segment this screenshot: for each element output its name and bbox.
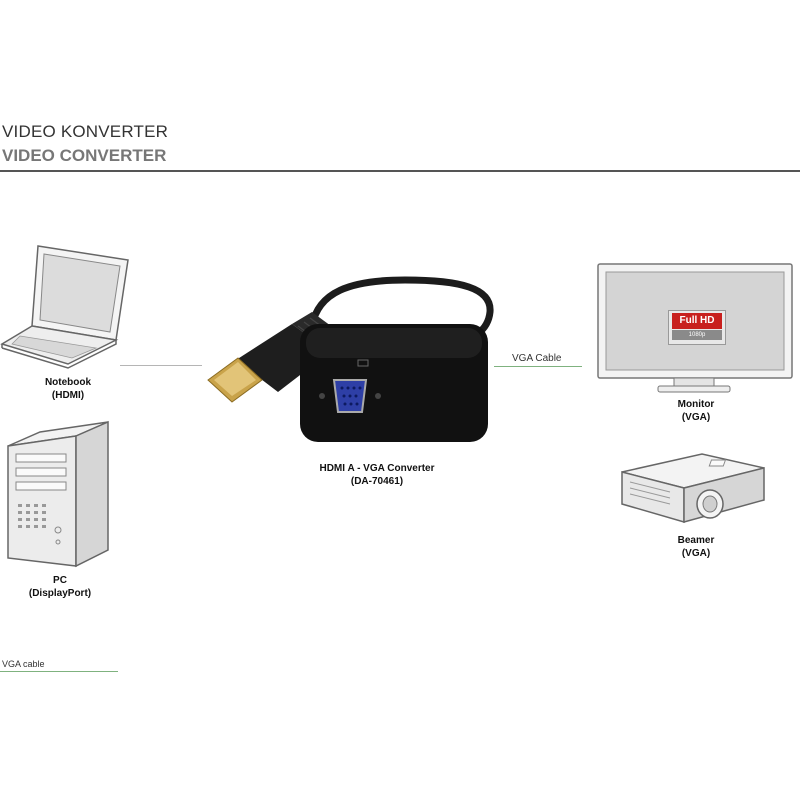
title-divider	[0, 170, 800, 172]
converter-label: HDMI A - VGA Converter (DA-70461)	[292, 462, 462, 488]
full-hd-badge: Full HD 1080p	[668, 310, 726, 345]
beamer-icon	[621, 453, 765, 523]
title-line-english: VIDEO CONVERTER	[2, 146, 167, 165]
monitor-label: Monitor (VGA)	[654, 398, 738, 424]
right-cable-label: VGA Cable	[512, 353, 562, 364]
legend-cable-line	[0, 671, 118, 672]
converter-name: HDMI A - VGA Converter	[319, 463, 435, 474]
beamer-name: Beamer	[677, 535, 715, 546]
converter-device-image	[207, 276, 494, 442]
pc-port: (DisplayPort)	[28, 588, 92, 599]
right-cable-line	[494, 366, 582, 367]
beamer-port: (VGA)	[681, 548, 711, 559]
notebook-icon	[0, 245, 129, 369]
pc-label: PC (DisplayPort)	[10, 574, 110, 600]
notebook-label: Notebook (HDMI)	[28, 376, 108, 402]
notebook-name: Notebook	[44, 377, 92, 388]
legend-cable-label: VGA cable	[2, 659, 45, 669]
title-line-german: VIDEO KONVERTER	[2, 122, 169, 141]
monitor-port: (VGA)	[681, 412, 711, 423]
monitor-name: Monitor	[677, 399, 715, 410]
pc-name: PC	[53, 575, 67, 586]
pc-tower-icon	[7, 420, 109, 568]
full-hd-badge-title: Full HD	[672, 313, 722, 329]
notebook-port: (HDMI)	[51, 390, 85, 401]
beamer-label: Beamer (VGA)	[654, 534, 738, 560]
full-hd-badge-resolution: 1080p	[672, 330, 722, 340]
notebook-connection-line	[120, 365, 202, 366]
converter-model: (DA-70461)	[350, 476, 404, 487]
